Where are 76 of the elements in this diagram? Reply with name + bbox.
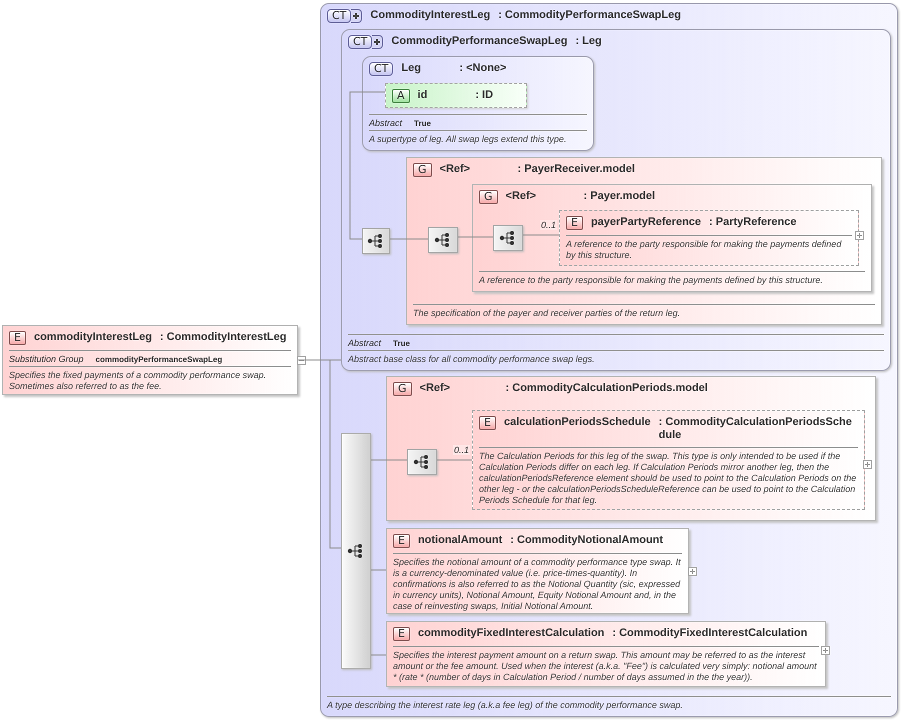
component-name: <Ref>: [440, 163, 472, 176]
element-box: [472, 410, 865, 510]
type-name: : CommodityInterestLeg: [160, 331, 286, 344]
type-name: : Leg: [575, 35, 602, 48]
property-name: Abstract: [348, 338, 382, 348]
kind-marker: E: [479, 416, 496, 430]
element-box: [559, 210, 859, 266]
description: A supertype of leg. All swap legs extend this type.: [369, 130, 587, 145]
description: A type describing the interest rate leg (a.k.a fee leg) of the commodity performance swap.: [327, 696, 891, 711]
property-value: True: [414, 119, 431, 128]
type-box: [341, 29, 891, 371]
component-name: commodityInterestLeg: [34, 331, 152, 344]
type-name: : PartyReference: [709, 216, 796, 229]
connector-line: [458, 236, 494, 238]
component-name: CommodityInterestLeg: [370, 9, 490, 22]
type-name: : <None>: [459, 62, 506, 75]
kind-marker: G: [479, 190, 498, 204]
description: Abstract base class for all commodity performance swap legs.: [348, 350, 884, 365]
kind-marker: G: [413, 163, 432, 177]
property-value: commodityPerformanceSwapLeg: [96, 355, 222, 364]
sequence-box: [407, 449, 437, 475]
kind-marker: G: [393, 382, 412, 396]
kind-marker: CT: [369, 62, 394, 76]
component-name: calculationPeriodsSchedule: [504, 416, 651, 429]
element-box: [2, 325, 298, 395]
type-box: [362, 56, 594, 151]
type-name: : PayerReceiver.model: [518, 163, 635, 176]
kind-marker: CT: [348, 35, 372, 49]
property-value: True: [393, 339, 410, 348]
kind-marker: E: [566, 216, 583, 230]
type-box: [320, 3, 898, 717]
kind-marker: CT: [327, 9, 352, 23]
element-box: [406, 157, 882, 325]
kind-marker: E: [393, 627, 410, 641]
kind-marker: E: [393, 534, 410, 548]
property-name: Abstract: [369, 118, 402, 128]
component-name: Leg: [401, 62, 422, 75]
kind-marker: A: [392, 89, 410, 103]
component-name: <Ref>: [420, 382, 452, 395]
sequence-box: [362, 228, 390, 254]
component-name: notionalAmount: [418, 534, 502, 547]
description: Specifies the notional amount of a commodity performance type swap. It is a currency-denominated value (i.e. price-times-quantity). In confirmations is also referred to as the Notional Quantity (sic, expressed in currency units), Notional Amount, Equity Notional Amount and, in the case of reinvesting swaps, Initial Notional Amount.: [393, 553, 682, 612]
attribute-box: [385, 83, 527, 108]
sequence-box: [493, 225, 523, 251]
description: A reference to the party responsible for making the payments defined by this structure.: [479, 271, 865, 286]
multiplicity-label: 0..1: [540, 220, 557, 230]
connector-line: [370, 654, 386, 656]
type-name: : Payer.model: [584, 190, 656, 203]
type-name: : CommodityCalculationPeriodsSchedule: [658, 416, 853, 442]
description: The specification of the payer and receiver parties of the return leg.: [413, 304, 875, 319]
component-name: <Ref>: [506, 190, 538, 203]
type-name: : CommodityNotionalAmount: [510, 534, 664, 547]
component-name: id: [418, 89, 428, 102]
connector-line: [522, 234, 560, 236]
component-name: commodityFixedInterestCalculation: [418, 627, 604, 640]
component-name: CommodityPerformanceSwapLeg: [391, 35, 568, 48]
component-name: payerPartyReference: [590, 216, 702, 229]
description: A reference to the party responsible for making the payments defined by this structure.: [566, 235, 852, 261]
kind-marker: E: [9, 331, 26, 345]
element-box: [386, 621, 826, 687]
element-box: [386, 376, 876, 521]
type-name: : CommodityPerformanceSwapLeg: [498, 9, 681, 22]
description: The Calculation Periods for this leg of the swap. This type is only intended to be used if the Calculation Periods differ on each leg. If Calculation Periods mirror another leg, then the calculationPeriodsReference element should be used to point to the Calculation Periods on the other leg - or the calculationPeriodsScheduleReference can be used to point to the Calculation Periods Schedule for that leg.: [479, 447, 858, 506]
type-name: : CommodityCalculationPeriods.model: [506, 382, 708, 395]
description: Specifies the fixed payments of a commodity performance swap. Sometimes also referred to as the fee.: [9, 366, 291, 392]
property-name: Substitution Group: [9, 354, 84, 364]
type-name: : ID: [475, 89, 494, 102]
connector-line: [390, 238, 428, 240]
element-box: [386, 528, 689, 614]
connector-line: [350, 92, 386, 240]
multiplicity-label: 0..1: [452, 445, 470, 455]
type-name: : CommodityFixedInterestCalculation: [612, 627, 808, 640]
description: Specifies the interest payment amount on a return swap. This amount may be referred to as the interest amount or the fee amount. Used when the interest (a.k.a. "Fee") is calculated very simply: notional amount * (rate * (number of days in Calculation Period / number of days assumed in the the year)).: [393, 646, 819, 683]
sequence-bar: [341, 433, 371, 669]
element-box: [472, 184, 872, 292]
sequence-box: [428, 227, 458, 253]
